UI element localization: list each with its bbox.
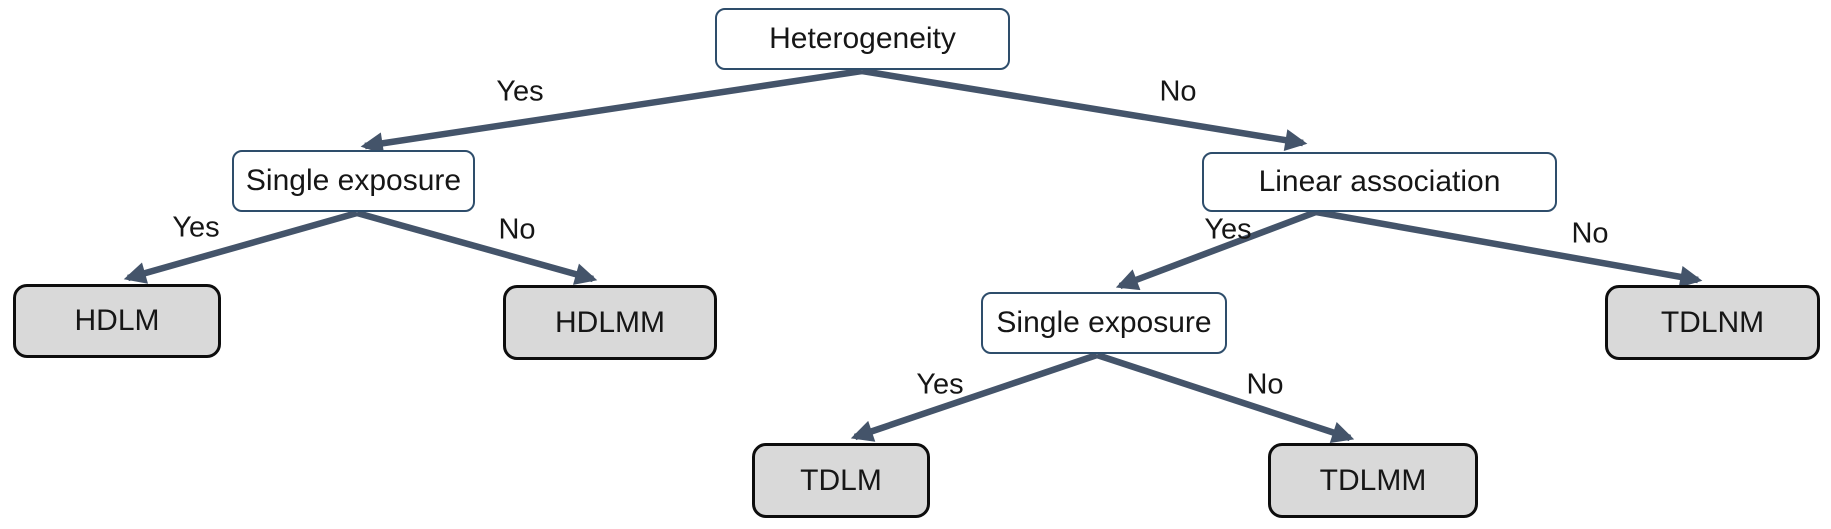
edge-label-single-exposure-2-no: No [1246,368,1284,401]
node-tdlmm: TDLMM [1268,443,1478,518]
node-tdlm: TDLM [752,443,930,518]
node-single-exposure-1: Single exposure [232,150,475,212]
edge-linear-association-to-tdlnm [1315,208,1703,288]
edge-single-exposure-1-to-hdlmm [356,209,598,285]
node-single-exposure-2: Single exposure [981,292,1227,354]
edge-label-single-exposure-2-yes: Yes [916,368,964,401]
node-heterogeneity: Heterogeneity [715,8,1010,70]
edge-heterogeneity-to-single-exposure-1 [360,67,863,155]
edge-label-linear-association-yes: Yes [1204,213,1252,246]
edge-heterogeneity-to-linear-association [861,67,1308,152]
edge-label-heterogeneity-yes: Yes [496,75,544,108]
edge-label-single-exposure-1-no: No [498,213,536,246]
edge-label-single-exposure-1-yes: Yes [172,211,220,244]
node-linear-association: Linear association [1202,152,1557,212]
edge-single-exposure-2-to-tdlmm [1095,351,1355,443]
node-hdlmm: HDLMM [503,285,717,360]
node-tdlnm: TDLNM [1605,285,1820,360]
edge-label-heterogeneity-no: No [1159,75,1197,108]
edge-single-exposure-2-to-tdlm [850,351,1099,442]
edge-single-exposure-1-to-hdlm [123,209,358,284]
edge-label-linear-association-no: No [1571,217,1609,250]
node-hdlm: HDLM [13,284,221,358]
